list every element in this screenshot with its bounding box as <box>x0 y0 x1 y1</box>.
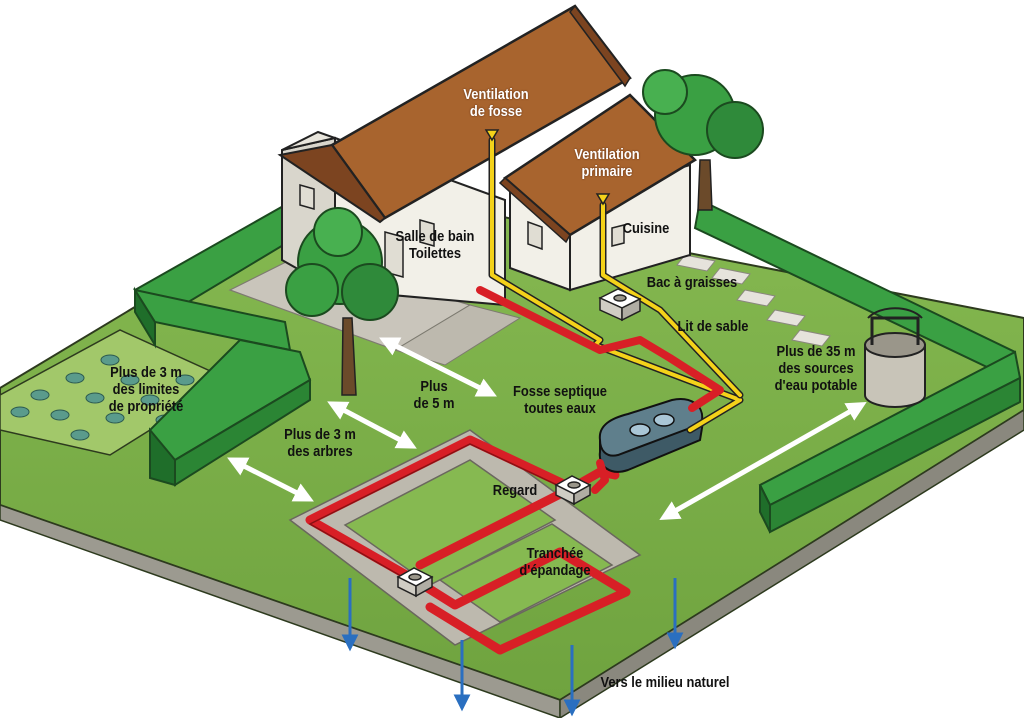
vent-caps <box>484 129 611 206</box>
tree-back <box>642 69 764 211</box>
infiltration-arrows <box>341 578 684 717</box>
label-vers-milieu: Vers le milieu naturel <box>600 674 730 691</box>
regard-box <box>396 475 592 598</box>
hedge-left <box>132 203 312 487</box>
label-cuisine: Cuisine <box>622 220 670 237</box>
vegetable-garden <box>0 329 232 456</box>
well <box>864 307 926 408</box>
grease-trap <box>598 288 642 322</box>
tree-front <box>285 207 399 396</box>
label-bac-a-graisses: Bac à graisses <box>646 274 738 291</box>
distance-arrows <box>227 337 867 520</box>
label-lit-de-sable: Lit de sable <box>677 318 749 335</box>
label-regard: Regard <box>492 482 538 499</box>
